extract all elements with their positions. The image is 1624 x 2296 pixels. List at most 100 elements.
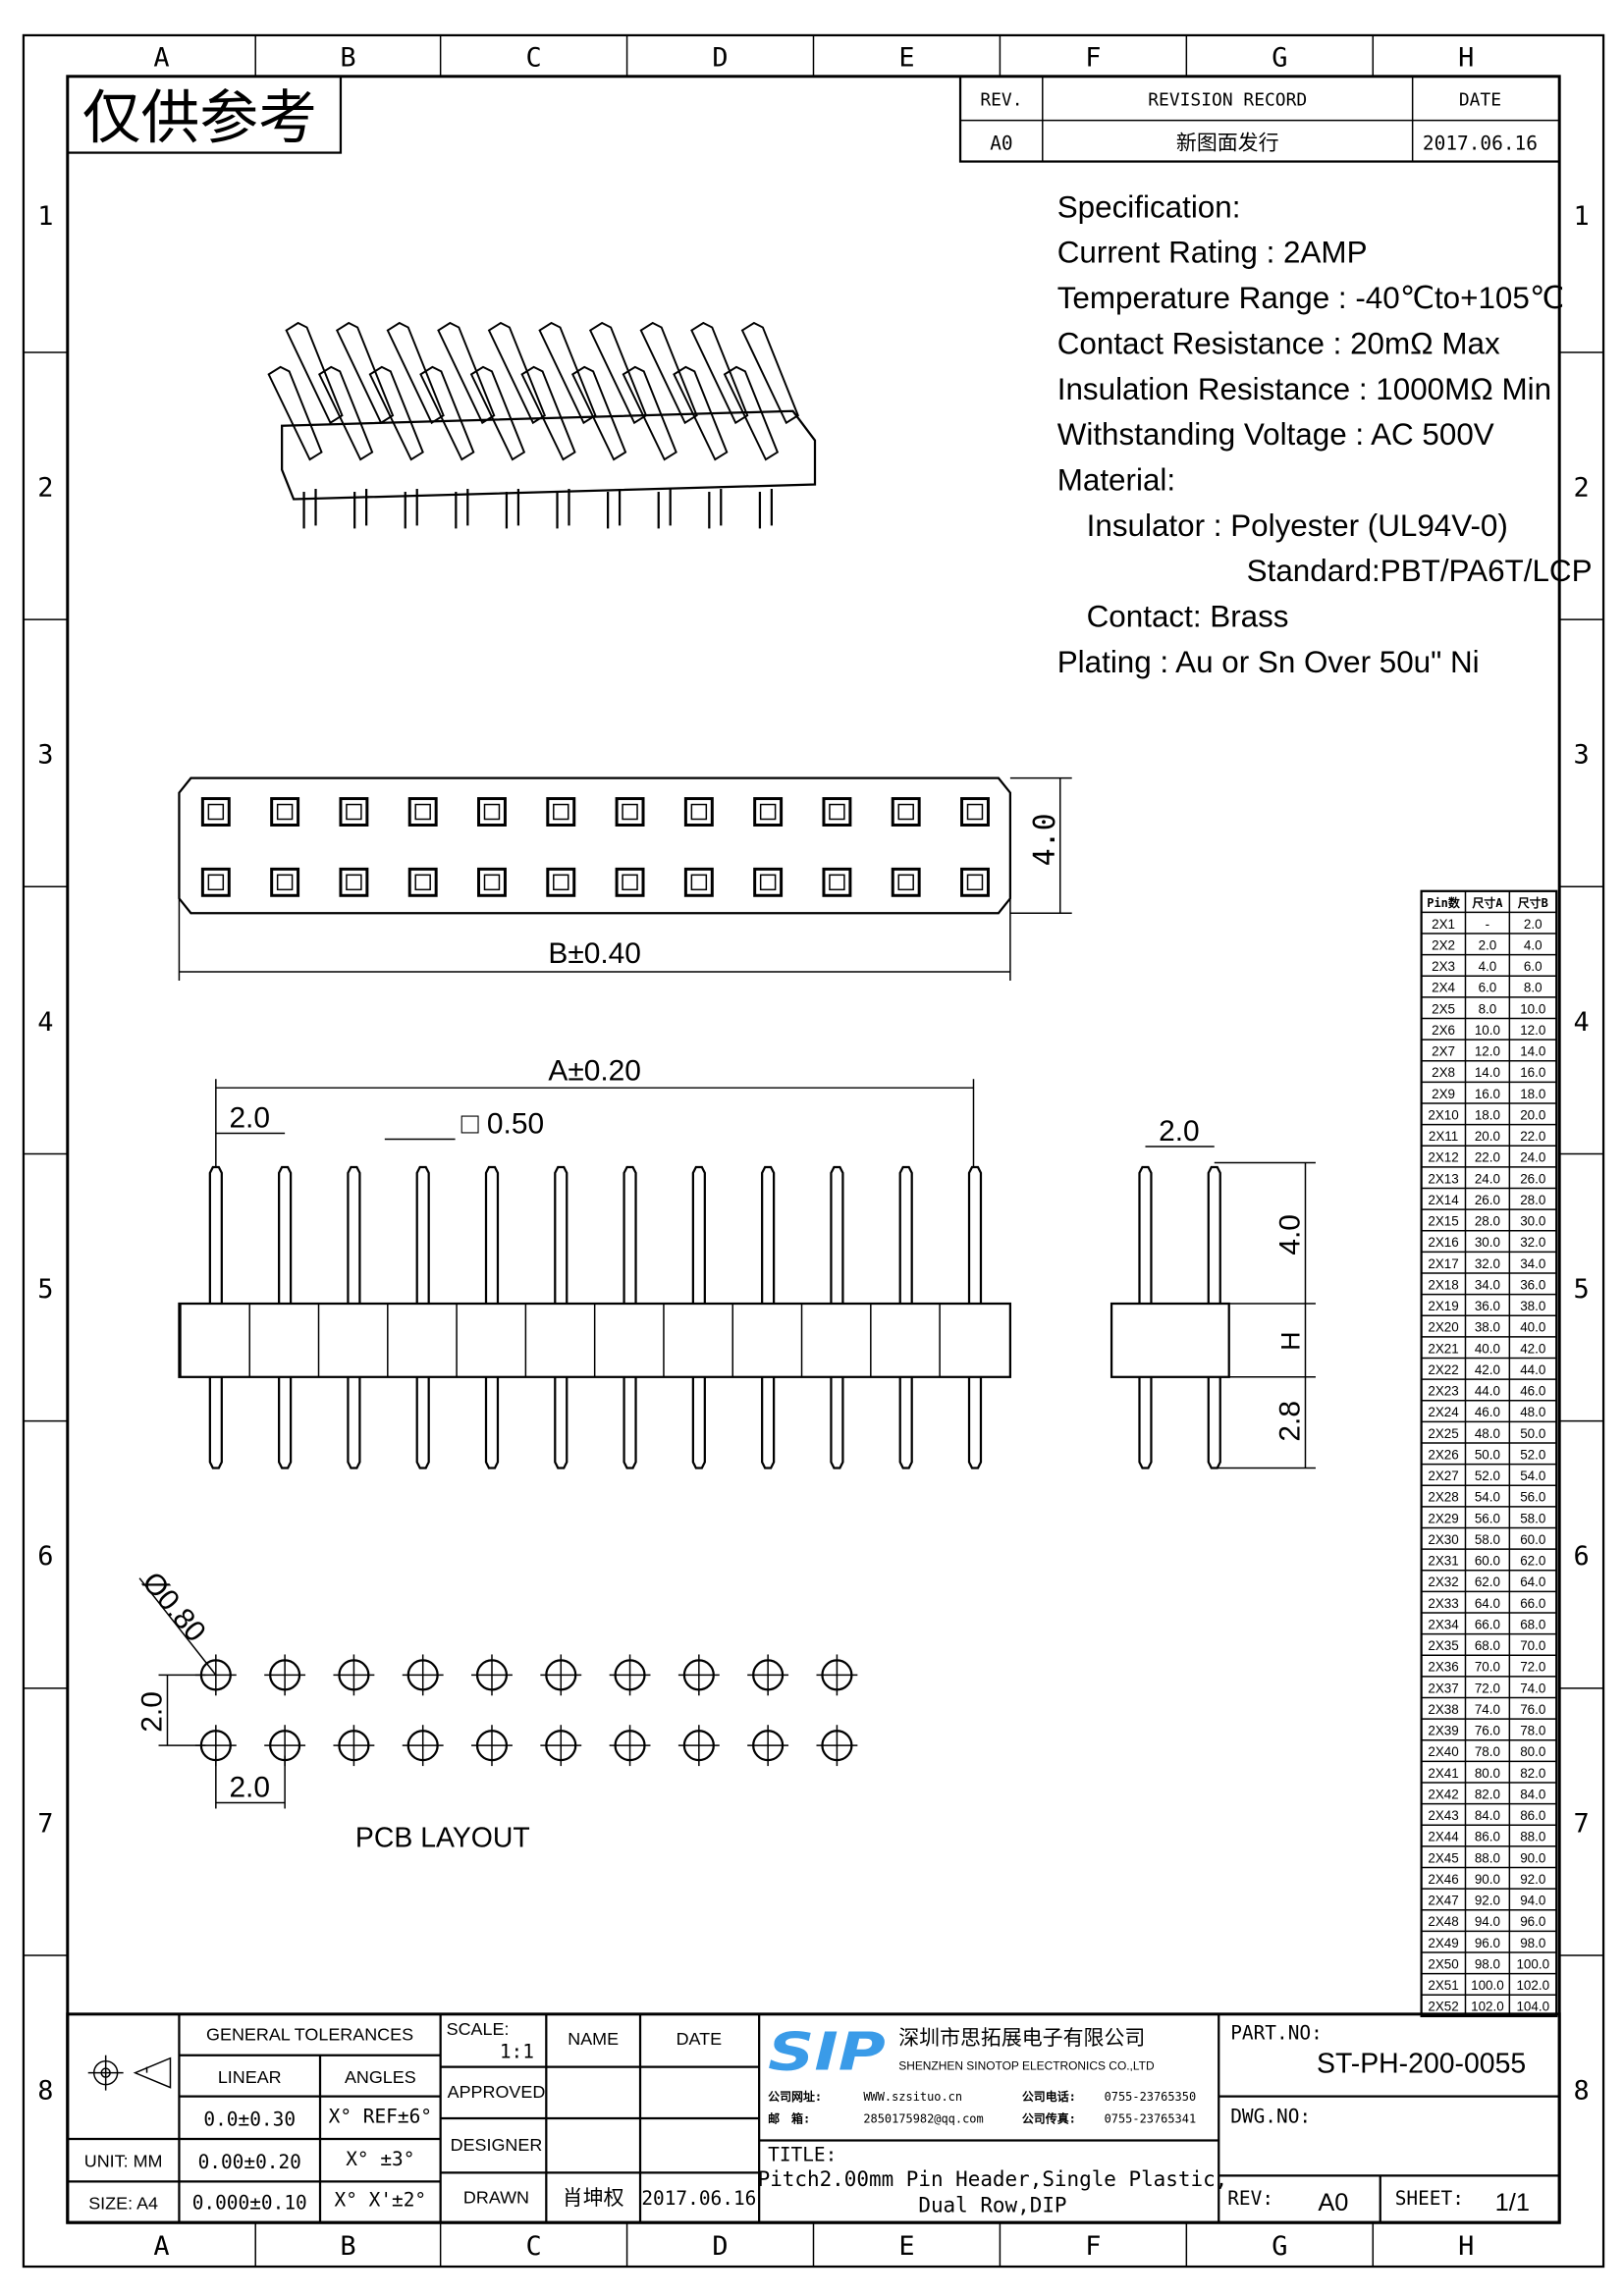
table-cell: 82.0: [1475, 1787, 1500, 1801]
table-cell: 74.0: [1520, 1681, 1545, 1695]
table-cell: 68.0: [1475, 1638, 1500, 1653]
table-cell: 4.0: [1524, 937, 1543, 952]
column-label: F: [1085, 42, 1101, 73]
title-block: GENERAL TOLERANCES LINEAR ANGLES 0.0±0.3…: [66, 2012, 1561, 2224]
pin: [208, 1165, 223, 1469]
dim-pin-size: □ 0.50: [461, 1108, 545, 1141]
table-cell: 74.0: [1475, 1702, 1500, 1717]
pin-back: [740, 321, 799, 425]
pin-square: [891, 797, 921, 827]
specification-text: Specification:Current Rating : 2AMPTempe…: [1057, 189, 1593, 679]
pin-front: [570, 365, 627, 461]
dwg-label: DWG.NO:: [1230, 2105, 1311, 2127]
pin: [1207, 1165, 1221, 1469]
table-cell: 2X22: [1428, 1362, 1458, 1377]
table-cell: 102.0: [1516, 1978, 1549, 1993]
spec-line: Insulation Resistance : 1000MΩ Min: [1057, 372, 1551, 406]
scale-label: SCALE:: [447, 2019, 510, 2039]
dim-side-top: 4.0: [1273, 1214, 1306, 1255]
spec-line: Contact: Brass: [1087, 600, 1289, 634]
table-cell: 18.0: [1520, 1087, 1545, 1101]
pin: [830, 1165, 844, 1469]
tol-angle-3: X° X'±2°: [335, 2189, 427, 2212]
table-cell: 58.0: [1475, 1532, 1500, 1547]
pin-square-inner: [829, 803, 845, 821]
table-cell: 72.0: [1475, 1681, 1500, 1695]
date-value: 2017.06.16: [1423, 133, 1538, 155]
dim-pitch: 2.0: [229, 1102, 270, 1135]
table-cell: 50.0: [1475, 1447, 1500, 1462]
table-cell: 2X24: [1428, 1405, 1459, 1419]
column-label: B: [340, 2231, 355, 2262]
dim-b: B±0.40: [548, 937, 641, 970]
pin-square-inner: [553, 874, 569, 891]
table-cell: 2X5: [1432, 1001, 1455, 1016]
table-cell: 2X46: [1428, 1872, 1458, 1887]
pin-front: [267, 365, 323, 461]
table-cell: 80.0: [1520, 1744, 1545, 1759]
pin-square-inner: [829, 874, 845, 891]
row-label: 4: [1574, 1007, 1590, 1038]
table-cell: 54.0: [1520, 1468, 1545, 1483]
table-cell: 2X40: [1428, 1744, 1458, 1759]
pin-square: [753, 867, 784, 897]
table-cell: 2X44: [1428, 1830, 1459, 1844]
pin-square-inner: [622, 874, 638, 891]
table-cell: 44.0: [1520, 1362, 1545, 1377]
fax-label: 公司传真:: [1022, 2110, 1076, 2125]
logo-text: SIP: [768, 2021, 886, 2083]
table-cell: 2X41: [1428, 1766, 1458, 1781]
scale-value: 1:1: [500, 2041, 534, 2063]
side-view: 2.0 4.0 H 2.8: [1110, 1115, 1316, 1469]
table-cell: 2X32: [1428, 1575, 1458, 1589]
table-cell: 12.0: [1475, 1044, 1500, 1059]
web-label: 公司网址:: [768, 2089, 822, 2104]
table-cell: 18.0: [1475, 1107, 1500, 1122]
pin-square-inner: [483, 803, 501, 821]
table-cell: 30.0: [1520, 1214, 1545, 1229]
pin-square-inner: [346, 803, 362, 821]
column-label: C: [526, 2231, 542, 2262]
table-cell: 26.0: [1475, 1193, 1500, 1207]
table-cell: 2X29: [1428, 1511, 1458, 1525]
header-body: [281, 409, 817, 501]
table-cell: 36.0: [1520, 1277, 1545, 1292]
linear-label: LINEAR: [218, 2067, 282, 2087]
table-cell: 86.0: [1475, 1830, 1500, 1844]
tol-linear-2: 0.00±0.20: [198, 2151, 301, 2173]
isometric-view: [267, 321, 817, 529]
row-label: 1: [37, 201, 53, 232]
pcb-layout-label: PCB LAYOUT: [355, 1822, 530, 1853]
spec-line: Plating : Au or Sn Over 50u" Ni: [1057, 645, 1480, 679]
table-cell: 94.0: [1475, 1914, 1500, 1929]
approved-label: APPROVED: [448, 2082, 546, 2102]
table-cell: 2X2: [1432, 937, 1455, 952]
pin-front: [723, 365, 780, 461]
projection-symbol-icon: [87, 2055, 172, 2091]
table-cell: 60.0: [1475, 1554, 1500, 1569]
pin-square-inner: [207, 874, 225, 891]
pin-square-inner: [966, 803, 984, 821]
unit: UNIT: MM: [84, 2151, 163, 2170]
rev-header: REV.: [980, 90, 1022, 111]
table-cell: 22.0: [1475, 1150, 1500, 1165]
tel-label: 公司电话:: [1022, 2089, 1076, 2104]
table-cell: 76.0: [1475, 1724, 1500, 1738]
table-cell: 2X33: [1428, 1596, 1458, 1611]
web: WWW.szsituo.cn: [863, 2090, 962, 2104]
pin-back: [690, 321, 749, 425]
name-header: NAME: [568, 2029, 619, 2049]
table-cell: 102.0: [1471, 2000, 1504, 2014]
pin-square-inner: [759, 874, 777, 891]
pin-square: [615, 867, 645, 897]
table-cell: 86.0: [1520, 1808, 1545, 1823]
table-cell: 2X1: [1432, 917, 1455, 932]
table-cell: 16.0: [1520, 1065, 1545, 1080]
pin-square-inner: [414, 803, 431, 821]
table-cell: 10.0: [1520, 1001, 1545, 1016]
pin-front: [318, 365, 374, 461]
pin-square-inner: [897, 803, 914, 821]
pin: [761, 1165, 776, 1469]
table-cell: 2X50: [1428, 1956, 1458, 1971]
